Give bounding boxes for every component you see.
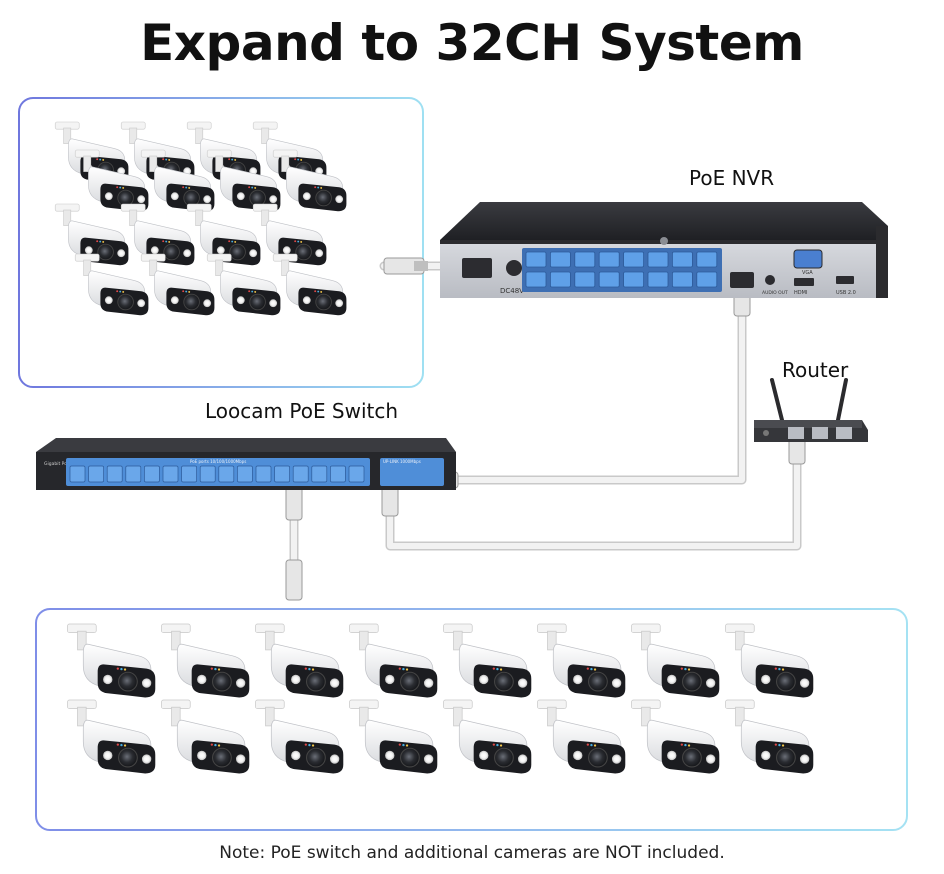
bullet-camera xyxy=(140,253,215,316)
poe-nvr-device: DC48V AUDIO OUT VGA HDMI USB 2.0 xyxy=(440,202,888,298)
bullet-camera xyxy=(206,253,281,316)
nvr-port xyxy=(696,251,718,268)
nvr-port xyxy=(623,251,644,268)
switch-port xyxy=(162,465,179,483)
camera-group-frame-bottom xyxy=(35,608,908,831)
bullet-camera xyxy=(67,623,156,698)
nvr-port xyxy=(598,251,620,268)
bullet-camera xyxy=(252,203,327,266)
nvr-port xyxy=(672,251,693,268)
nvr-port xyxy=(550,271,571,288)
switch-port xyxy=(125,465,142,483)
bullet-camera xyxy=(255,623,344,698)
bullet-camera xyxy=(537,699,626,774)
bullet-camera xyxy=(349,699,438,774)
bullet-camera xyxy=(443,623,532,698)
nvr-port xyxy=(574,271,596,288)
switch-label: Loocam PoE Switch xyxy=(205,399,399,423)
nvr-port xyxy=(623,271,644,288)
switch-port xyxy=(106,465,123,483)
switch-port xyxy=(218,465,235,483)
nvr-port xyxy=(525,271,547,288)
switch-port xyxy=(199,465,216,483)
nvr-port xyxy=(574,251,596,268)
bullet-camera xyxy=(161,699,250,774)
switch-port xyxy=(88,465,104,483)
nvr-port xyxy=(550,251,571,268)
bullet-camera xyxy=(272,253,347,316)
nvr-port xyxy=(598,271,620,288)
router-label: Router xyxy=(782,358,849,382)
bullet-camera xyxy=(161,623,250,698)
switch-port xyxy=(330,465,346,483)
bullet-camera xyxy=(443,699,532,774)
switch-port xyxy=(348,465,365,483)
bullet-camera xyxy=(631,623,720,698)
camera-grid-top xyxy=(54,121,347,316)
switch-uplink-label: UP-LINK 1000Mbps xyxy=(383,459,421,464)
nvr-dc-label: DC48V xyxy=(500,287,524,295)
switch-port xyxy=(144,465,160,483)
nvr-usb-label: USB 2.0 xyxy=(836,290,856,296)
bullet-camera xyxy=(255,699,344,774)
camera-grid-bottom xyxy=(67,623,814,774)
bullet-camera xyxy=(120,203,195,266)
switch-port xyxy=(237,465,253,483)
nvr-port xyxy=(696,271,718,288)
bullet-camera xyxy=(725,699,814,774)
poe-switch-device: Gigabit PoE Switch PoE ports 10/100/1000… xyxy=(36,438,456,490)
bullet-camera xyxy=(349,623,438,698)
page-title: Expand to 32CH System xyxy=(140,14,804,72)
switch-port xyxy=(274,465,290,483)
footnote: Note: PoE switch and additional cameras … xyxy=(219,843,725,863)
switch-port xyxy=(255,465,272,483)
switch-port xyxy=(69,465,86,483)
router-device xyxy=(754,378,868,442)
bullet-camera xyxy=(272,149,347,212)
nvr-poe-ports xyxy=(525,251,718,288)
bullet-camera xyxy=(74,253,149,316)
switch-model-label: Gigabit PoE Switch xyxy=(44,461,86,467)
switch-ports-label: PoE ports 10/100/1000Mbps xyxy=(190,459,246,464)
nvr-hdmi-label: HDMI xyxy=(794,290,807,296)
bullet-camera xyxy=(537,623,626,698)
nvr-audio-label: AUDIO OUT xyxy=(762,290,788,296)
nvr-port xyxy=(647,251,669,268)
switch-port xyxy=(292,465,309,483)
nvr-vga-label: VGA xyxy=(802,270,813,276)
nvr-port xyxy=(672,271,693,288)
bullet-camera xyxy=(186,203,261,266)
nvr-port xyxy=(647,271,669,288)
switch-port xyxy=(181,465,197,483)
bullet-camera xyxy=(67,699,156,774)
bullet-camera xyxy=(631,699,720,774)
switch-port xyxy=(311,465,328,483)
nvr-port xyxy=(525,251,547,268)
bullet-camera xyxy=(725,623,814,698)
nvr-label: PoE NVR xyxy=(689,166,775,190)
